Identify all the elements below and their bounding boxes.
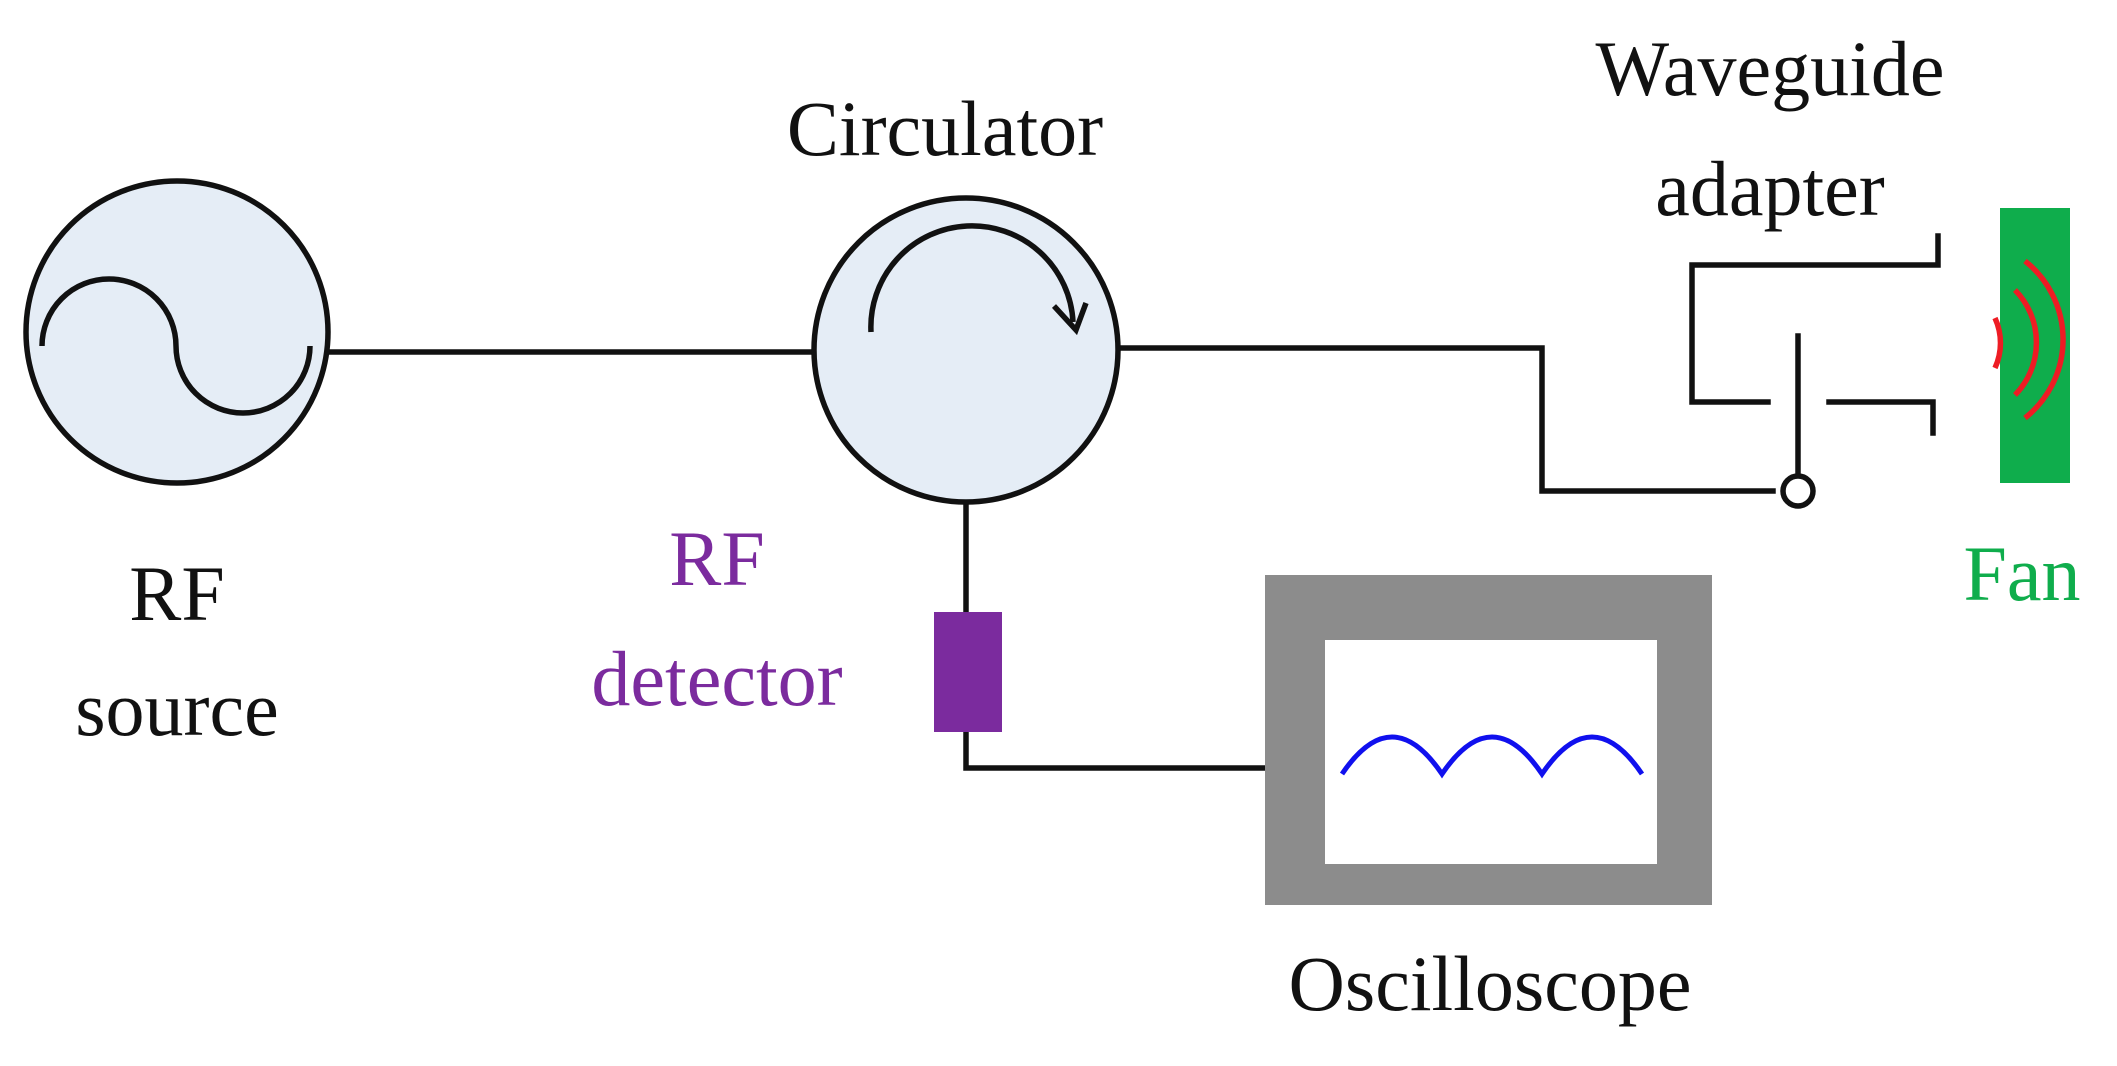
rf-source-label-line1: RF — [129, 550, 224, 637]
circular-arrow-icon — [868, 223, 1076, 333]
waveguide-probe-connector — [1780, 473, 1816, 509]
rf-source — [23, 178, 331, 486]
circulator — [811, 195, 1121, 505]
waveguide-adapter — [1689, 233, 1941, 509]
waveguide-label-line1: Waveguide — [1596, 25, 1945, 112]
arrow-head-icon — [1051, 302, 1089, 336]
circulator-circle — [811, 195, 1121, 505]
oscilloscope-label: Oscilloscope — [1289, 940, 1692, 1027]
wire-circulator-to-adapter — [1117, 345, 1776, 494]
radiating-waves-icon — [1992, 258, 2066, 421]
rf-detector — [934, 612, 1002, 732]
waveguide-label-line2: adapter — [1655, 145, 1885, 232]
waveguide-lower-wall — [1826, 399, 1936, 436]
circulator-label: Circulator — [787, 85, 1103, 172]
oscilloscope — [1265, 575, 1712, 905]
oscilloscope-trace — [1339, 734, 1645, 779]
rf-source-label-line2: source — [75, 665, 279, 752]
rf-detector-label-line1: RF — [669, 515, 764, 602]
oscilloscope-screen — [1325, 640, 1657, 864]
wire-detector-to-oscilloscope — [963, 729, 1270, 771]
fan-label: Fan — [1964, 530, 2081, 617]
waveguide-upper-wall — [1689, 233, 1941, 405]
sine-wave-icon — [39, 276, 313, 416]
rf-detector-label-line2: detector — [591, 635, 842, 722]
fan — [1992, 208, 2070, 483]
wires — [328, 345, 1776, 771]
